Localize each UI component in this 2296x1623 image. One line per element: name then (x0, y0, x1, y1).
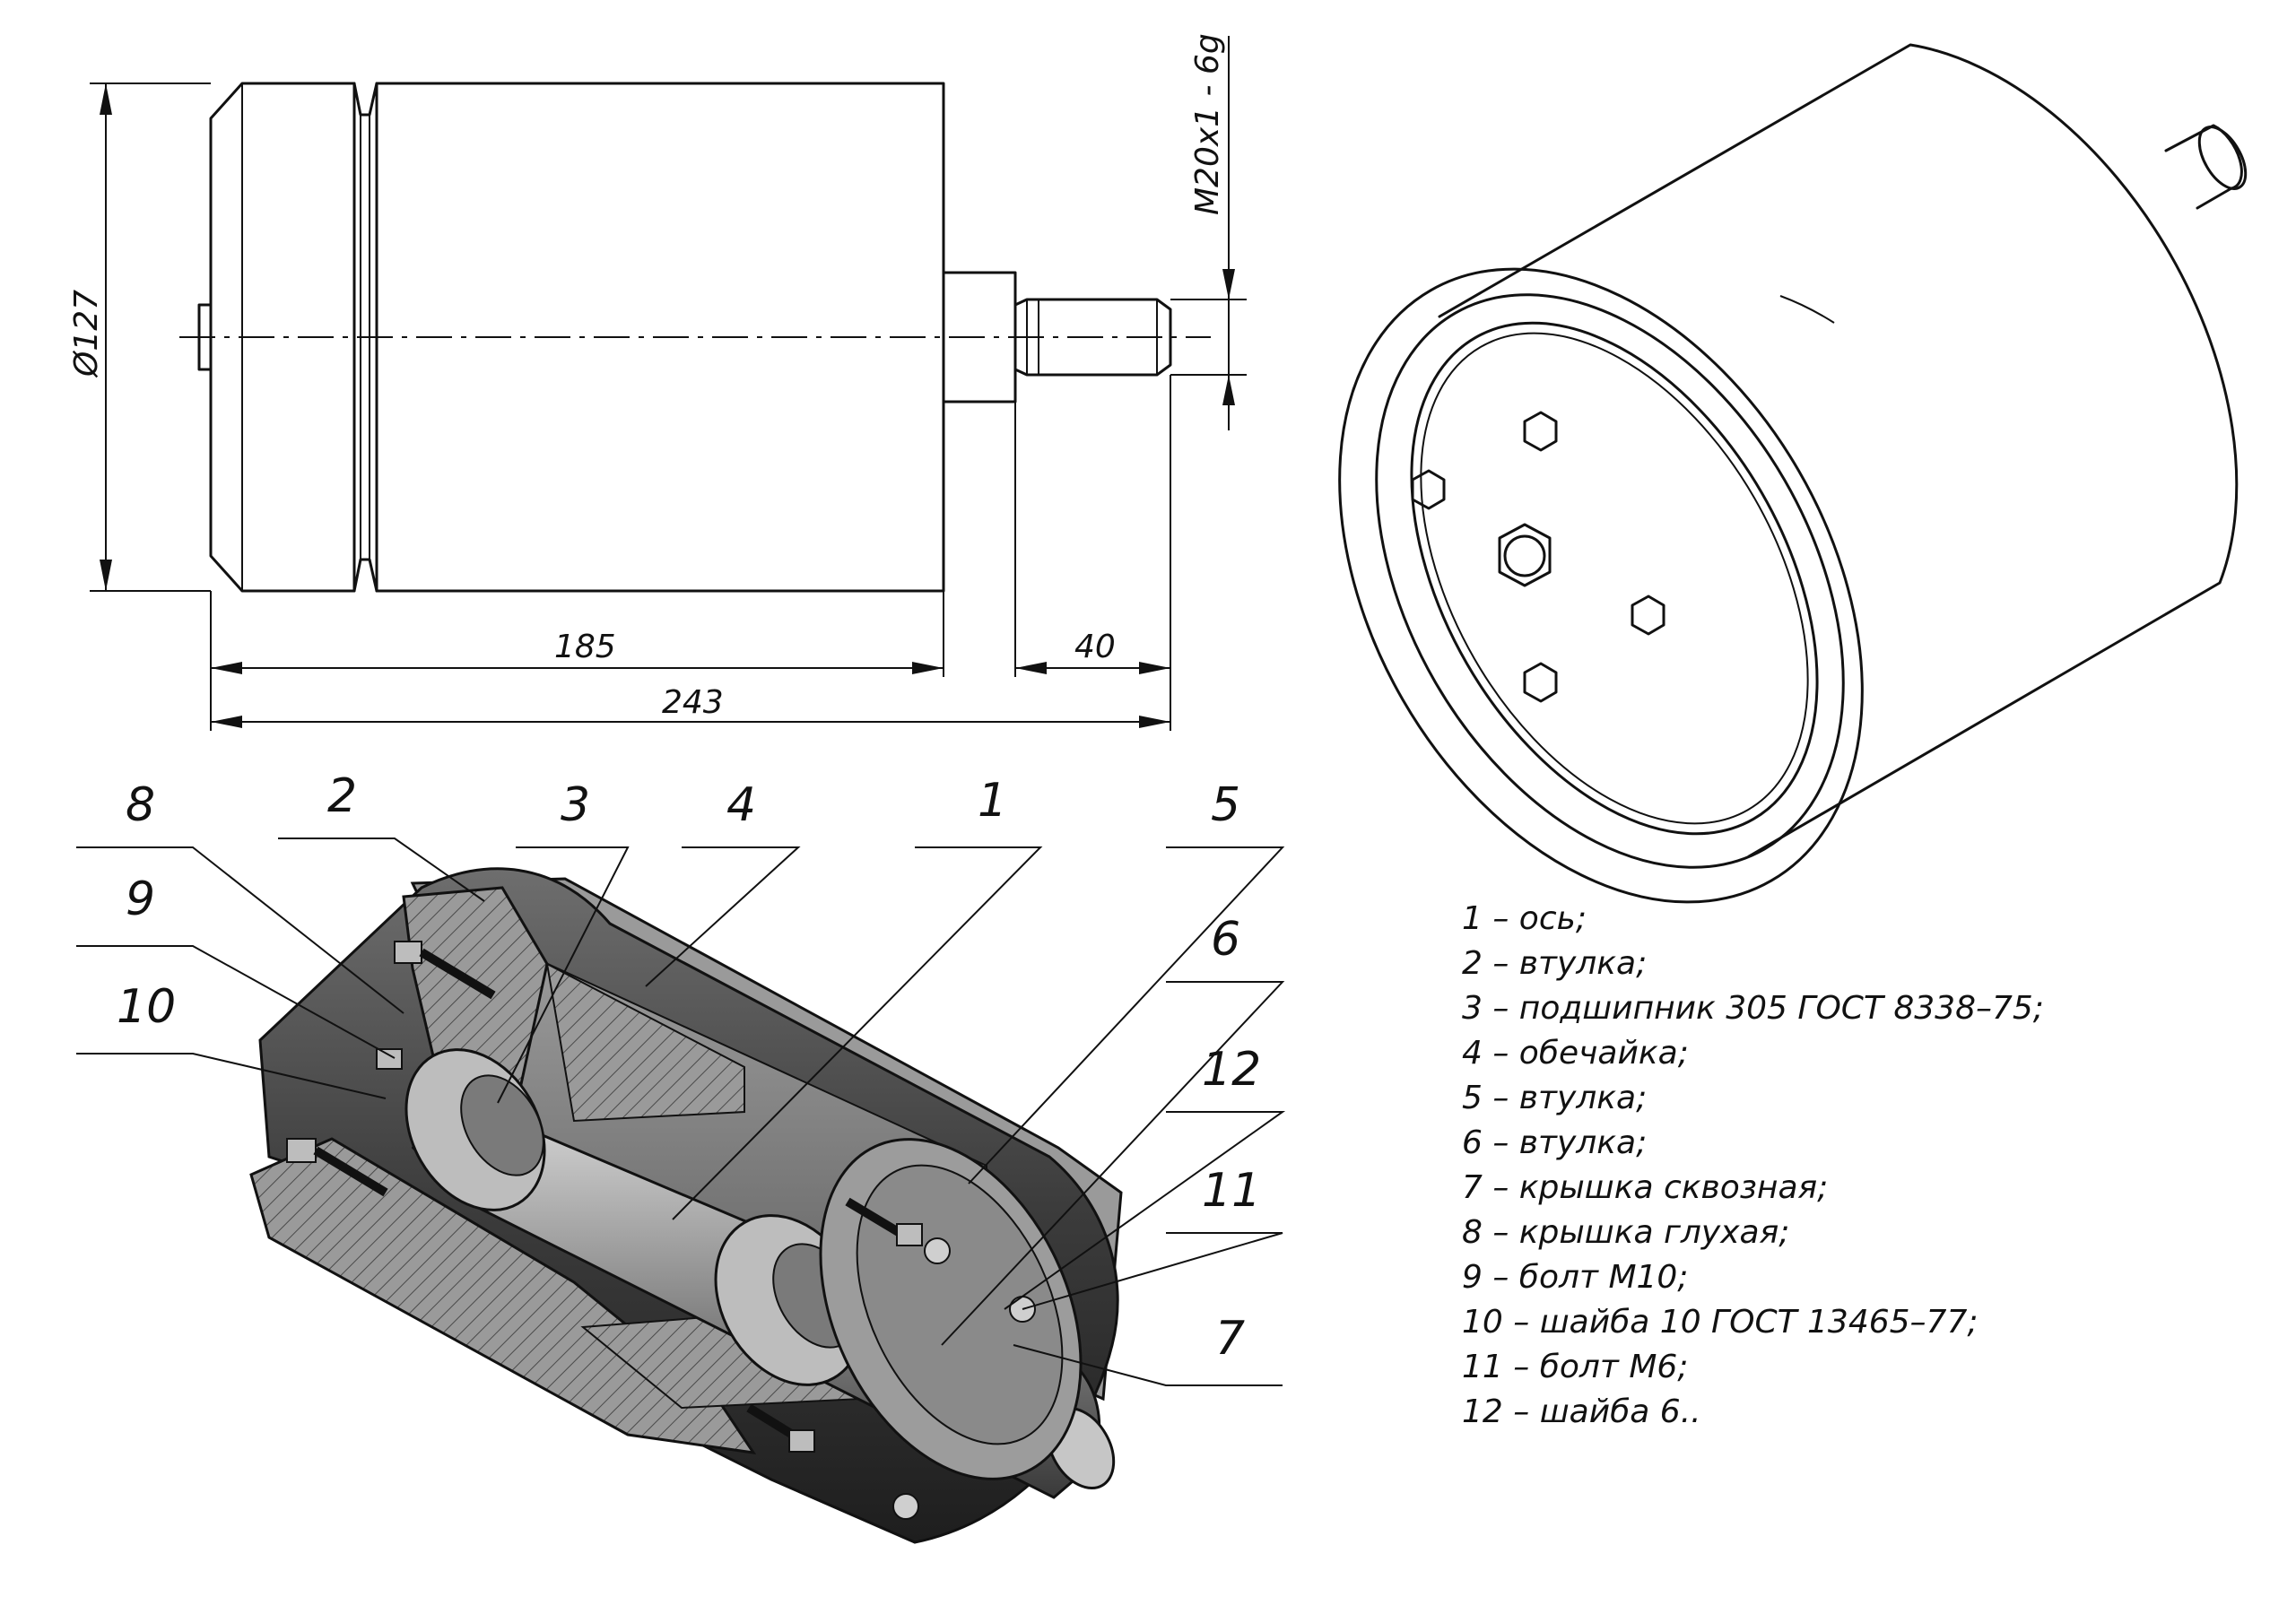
callout-7: 7 (1215, 1312, 1245, 1366)
callout-11: 11 (1202, 1164, 1261, 1218)
bearing-left (404, 1048, 546, 1211)
legend-item: 11 – болт М6; (1462, 1349, 1689, 1385)
callout-3: 3 (561, 778, 590, 832)
callout-4: 4 (726, 778, 756, 832)
groove (352, 82, 378, 593)
legend-item: 6 – втулка; (1462, 1124, 1648, 1161)
callout-6: 6 (1211, 913, 1240, 967)
callout-12: 12 (1202, 1043, 1261, 1097)
iso-drum-outline (1438, 43, 2239, 858)
callout-1: 1 (978, 774, 1007, 828)
bolts-right (746, 1197, 923, 1453)
callout-2: 2 (327, 769, 357, 823)
legend-item: 2 – втулка; (1462, 945, 1648, 982)
legend-item: 3 – подшипник 305 ГОСТ 8338–75; (1462, 990, 2044, 1027)
callout-8: 8 (126, 778, 155, 832)
legend-item: 9 – болт М10; (1462, 1259, 1689, 1296)
diameter-label: Ø127 (68, 290, 105, 378)
total-length-label: 243 (662, 684, 724, 721)
legend-item: 8 – крышка глухая; (1462, 1214, 1790, 1251)
bolts-left (286, 941, 496, 1197)
legend-item: 10 – шайба 10 ГОСТ 13465–77; (1462, 1304, 1979, 1341)
callout-5: 5 (1211, 778, 1240, 832)
side-view: Ø127 M20x1 - 6g 185 40 243 (68, 33, 1247, 731)
legend-item: 7 – крышка сквозная; (1462, 1169, 1829, 1206)
callouts: 8 2 3 4 1 5 6 12 11 7 9 10 (76, 769, 1286, 1386)
legend-item: 1 – ось; (1462, 900, 1587, 937)
parts-legend: 1 – ось; 2 – втулка; 3 – подшипник 305 Г… (1462, 897, 2179, 1435)
threaded-shaft (1013, 298, 1172, 377)
cutaway-view (249, 867, 1123, 1544)
body-length-label: 185 (554, 629, 616, 665)
shaft-length-label: 40 (1074, 629, 1116, 665)
callout-10: 10 (117, 980, 176, 1034)
section-cut-bottom (249, 1137, 757, 1454)
legend-item: 4 – обечайка; (1462, 1035, 1689, 1072)
iso-front-rim (1338, 267, 1864, 904)
iso-bolts (1411, 411, 1665, 703)
isometric-view (1338, 43, 2248, 904)
legend-item: 12 – шайба 6.. (1462, 1393, 1701, 1430)
thread-label: M20x1 - 6g (1189, 33, 1226, 215)
callout-9: 9 (126, 872, 155, 926)
legend-item: 5 – втулка; (1462, 1080, 1648, 1116)
